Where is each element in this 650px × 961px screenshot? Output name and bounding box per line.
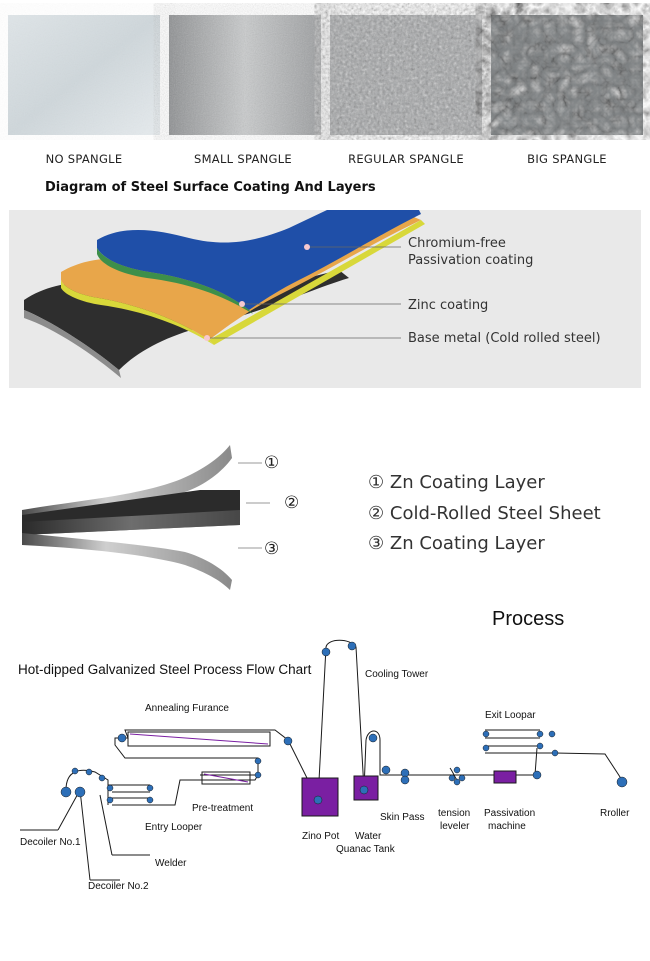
legend-item-3: ③ Zn Coating Layer [368,533,545,554]
label-quench-tank: Quanac Tank [336,844,395,855]
label-exit-looper: Exit Loopar [485,710,536,721]
legend-num-1: ① [368,472,385,493]
label-decoiler-1: Decoiler No.1 [20,837,81,848]
label-zinc-pot: Zino Pot [302,831,340,842]
annotation-base-metal: Base metal (Cold rolled steel) [408,331,601,346]
sheet-marker-3: ③ [264,539,280,559]
label-welder: Welder [155,858,187,869]
passivation-machine-box [493,770,517,784]
decoiler-2-roll [74,786,86,798]
label-water: Water [355,831,382,842]
sheet-marker-2: ② [284,493,300,513]
coating-layers-illustration [24,210,425,378]
zinc-dot [239,301,245,307]
spangle-label-small: SMALL SPANGLE [193,152,292,166]
legend-num-2: ② [368,503,385,524]
flow-chart-title: Hot-dipped Galvanized Steel Process Flow… [18,662,312,677]
base-dot [204,335,210,341]
spangle-label-big: BIG SPANGLE [527,152,607,166]
sheet-marker-1: ① [264,453,280,473]
process-flow-chart [20,639,628,881]
passivation-dot [304,244,310,250]
annotation-passivation-2: Passivation coating [408,253,534,268]
label-machine: machine [488,821,526,832]
legend-num-3: ③ [368,533,385,554]
sheet-layers-illustration [22,445,270,590]
label-passivation: Passivation [484,808,536,819]
label-cooling-tower: Cooling Tower [365,669,429,680]
label-entry-looper: Entry Looper [145,822,203,833]
recoiler-roll [616,776,628,788]
bottom-zn-sheet [22,533,232,590]
legend-text-2: Cold-Rolled Steel Sheet [389,503,601,524]
spangle-label-regular: REGULAR SPANGLE [348,152,464,166]
decoiler-1-roll [60,786,72,798]
label-tension: tension [438,808,471,819]
label-leveler: leveler [440,821,470,832]
legend-text-3: Zn Coating Layer [389,533,545,554]
label-decoiler-2: Decoiler No.2 [88,881,149,892]
annotation-passivation-1: Chromium-free [408,236,506,251]
legend-text-1: Zn Coating Layer [389,472,545,493]
spangle-swatches [8,15,643,135]
process-heading: Process [492,608,565,630]
label-annealing: Annealing Furance [145,703,229,714]
top-zn-sheet [22,445,232,522]
label-rroller: Rroller [600,808,630,819]
legend-item-2: ② Cold-Rolled Steel Sheet [368,503,601,524]
annotation-zinc: Zinc coating [408,298,489,313]
legend-item-1: ① Zn Coating Layer [368,472,545,493]
passivation-layer [97,210,421,310]
spangle-label-none: NO SPANGLE [45,152,123,166]
label-skin-pass: Skin Pass [380,812,425,823]
coating-diagram-title: Diagram of Steel Surface Coating And Lay… [45,180,376,195]
label-pretreatment: Pre-treatment [192,803,254,814]
